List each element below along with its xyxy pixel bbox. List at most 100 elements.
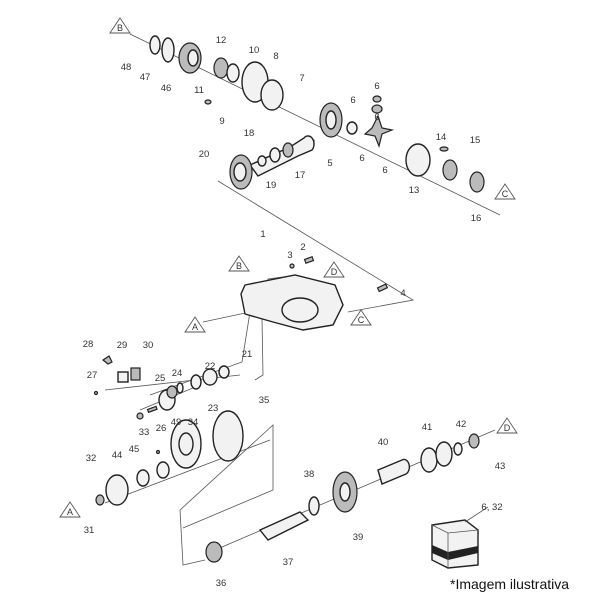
connector-d: D (323, 261, 345, 278)
callout-6: 6 (350, 95, 355, 106)
illustrative-image-caption: *Imagem ilustrativa (450, 576, 570, 592)
callout-6: 6 (359, 153, 364, 164)
callout-6: 6 (374, 81, 379, 92)
plate-29 (117, 371, 129, 383)
callout-17: 17 (295, 170, 306, 181)
callout-38: 38 (304, 469, 315, 480)
pin-9 (204, 99, 212, 105)
ring-45 (156, 461, 170, 479)
callout-3: 3 (287, 250, 292, 261)
hub-7 (260, 79, 284, 111)
callout-48: 48 (121, 62, 132, 73)
flange-32 (105, 474, 129, 506)
connector-d: D (496, 417, 518, 434)
plug-3 (289, 263, 295, 269)
callout-31: 31 (84, 525, 95, 536)
connector-letter: C (358, 315, 365, 325)
pinion-6 (346, 121, 358, 135)
callout-24: 24 (172, 368, 183, 379)
bolt-14 (439, 146, 449, 152)
callout-32: 32 (86, 453, 97, 464)
ring-23 (176, 382, 184, 394)
callout-2: 2 (300, 242, 305, 253)
ring-11 (226, 63, 240, 83)
bearing-16 (469, 171, 485, 193)
gasket-35 (212, 410, 244, 462)
callout-11: 11 (194, 85, 204, 96)
callout-44: 44 (112, 450, 123, 461)
callout-49: 49 (171, 417, 182, 428)
callout-39: 39 (353, 532, 364, 543)
connector-a: A (59, 501, 81, 518)
triangle-marker-icon (323, 261, 345, 278)
triangle-marker-icon (350, 309, 372, 326)
callout-10: 10 (249, 45, 260, 56)
callout-4: 4 (400, 288, 405, 299)
parts (93, 35, 489, 569)
callout-29: 29 (117, 340, 128, 351)
connector-b: B (228, 255, 250, 272)
callout-12: 12 (216, 35, 227, 46)
bearing-36 (205, 541, 223, 563)
callout-20: 20 (199, 149, 210, 160)
callout-23: 23 (208, 403, 219, 414)
screw-27 (93, 390, 99, 396)
triangle-marker-icon (59, 501, 81, 518)
callout-35: 35 (259, 395, 270, 406)
callout-7: 7 (299, 73, 304, 84)
nut-31 (95, 494, 105, 506)
connector-letter: D (331, 267, 338, 277)
assembly-lines (104, 33, 501, 566)
spider-6 (363, 114, 395, 148)
callout-42: 42 (456, 419, 467, 430)
connector-c: C (350, 309, 372, 326)
callout-16: 16 (471, 213, 482, 224)
washer-19 (257, 155, 267, 167)
ball-26 (136, 412, 144, 420)
shaft-5 (248, 135, 315, 177)
callout-26: 26 (156, 423, 167, 434)
kit-box-icon (431, 506, 489, 569)
connector-letter: D (504, 423, 511, 433)
callout-22: 22 (205, 361, 216, 372)
triangle-marker-icon (109, 17, 131, 34)
callout-8: 8 (273, 51, 278, 62)
sleeve-40 (377, 458, 411, 485)
callout-18: 18 (244, 128, 255, 139)
triangle-marker-icon (184, 316, 206, 333)
callout-37: 37 (283, 557, 294, 568)
bearing-41 (420, 447, 438, 473)
connector-letter: B (236, 261, 242, 271)
callout-25: 25 (155, 373, 166, 384)
connector-letter: B (117, 23, 123, 33)
bearing-22 (190, 374, 202, 390)
washer-6 (372, 95, 382, 103)
connector-letter: C (502, 189, 509, 199)
callout-45: 45 (129, 444, 140, 455)
callout-47: 47 (140, 72, 151, 83)
callout-6: 6 (374, 112, 379, 123)
callout-1: 1 (260, 229, 265, 240)
bearing-12 (213, 57, 229, 79)
bolt-2 (303, 255, 315, 265)
bearing-17 (282, 142, 294, 158)
switch-28 (101, 355, 113, 365)
connector-b: B (109, 17, 131, 34)
nut-43 (468, 433, 480, 449)
stud-4 (376, 283, 389, 293)
cover-30 (130, 367, 141, 381)
callout-13: 13 (409, 185, 420, 196)
bearing-15 (442, 159, 458, 181)
callout-28: 28 (83, 339, 94, 350)
shim-47 (161, 37, 175, 63)
seal-21 (218, 365, 230, 379)
callout-6: 6 (382, 165, 387, 176)
callout-33: 33 (139, 427, 150, 438)
callout-27: 27 (87, 370, 98, 381)
callout-43: 43 (495, 461, 506, 472)
callout-19: 19 (266, 180, 277, 191)
callout-21: 21 (242, 349, 253, 360)
spring-49 (146, 405, 158, 414)
